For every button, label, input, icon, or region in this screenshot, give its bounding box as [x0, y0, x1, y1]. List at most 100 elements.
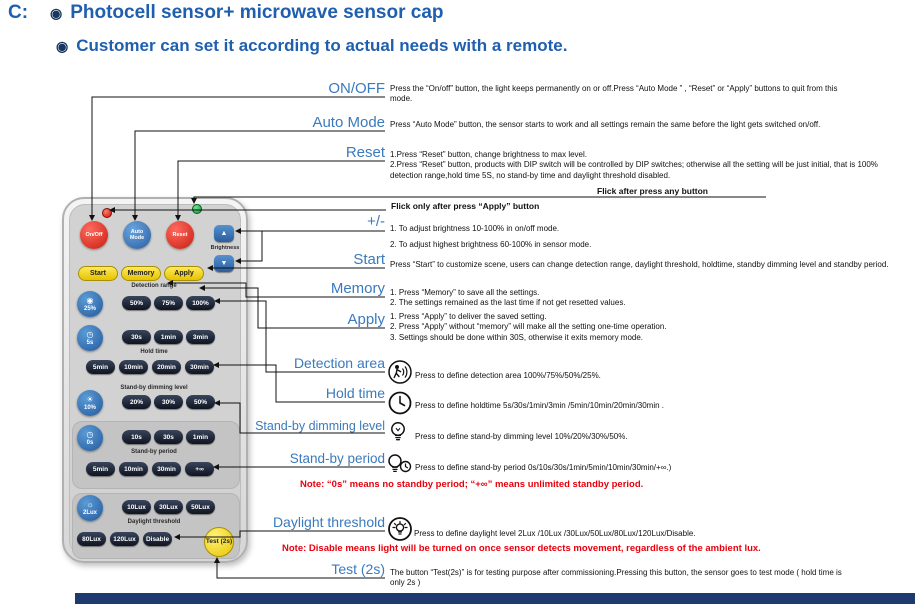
callout-label-plus-minus: +/- — [367, 213, 385, 230]
period-10min-button[interactable]: 10min — [119, 462, 148, 476]
standby-period-label: Stand-by period — [131, 449, 177, 455]
auto-mode-description: Press “Auto Mode” button, the sensor sta… — [390, 120, 821, 129]
callout-label-reset: Reset — [345, 144, 385, 161]
hold-time-label: Hold time — [140, 349, 168, 355]
plus-minus-description-1: 1. To adjust brightness 10-100% in on/of… — [390, 224, 560, 233]
daylight-80lux-button[interactable]: 80Lux — [77, 532, 106, 546]
clock-icon: ◷ — [86, 329, 94, 339]
brightness-up-button[interactable]: ▲ — [214, 225, 234, 242]
detection-25-button[interactable]: ◉ 25% — [77, 291, 103, 317]
period-infinity-button[interactable]: +∞ — [185, 462, 214, 476]
dim-description: Press to define stand-by dimming level 1… — [415, 432, 628, 441]
dim-50-button[interactable]: 50% — [186, 395, 215, 409]
daylight-50lux-button[interactable]: 50Lux — [186, 500, 215, 514]
bulb-icon: ☀ — [86, 394, 94, 404]
bullet-icon: ◉ — [50, 5, 63, 21]
dim-20-button[interactable]: 20% — [122, 395, 151, 409]
brightness-label: Brightness — [210, 245, 240, 251]
remote-control: On/Off Auto Mode Reset ▲ Brightness ▼ St… — [62, 197, 248, 563]
period-note: Note: “0s” means no standby period; “+∞”… — [300, 479, 644, 490]
callout-label-on-off: ON/OFF — [328, 80, 385, 97]
page-subtitle: ◉ Customer can set it according to actual… — [56, 36, 567, 56]
footer-bar — [75, 593, 915, 604]
period-1min-button[interactable]: 1min — [186, 430, 215, 444]
on-off-button[interactable]: On/Off — [80, 221, 108, 249]
section-letter: C: — [8, 2, 29, 23]
memory-description: 1. Press “Memory” to save all the settin… — [390, 288, 626, 308]
bulb-sun-icon — [388, 517, 412, 546]
hold-description: Press to define holdtime 5s/30s/1min/3mi… — [415, 401, 665, 410]
callout-label-hold-time: Hold time — [325, 385, 385, 401]
bullet-icon: ◉ — [56, 38, 69, 54]
brightness-down-button[interactable]: ▼ — [214, 255, 234, 272]
period-description: Press to define stand-by period 0s/10s/3… — [415, 463, 672, 472]
callout-label-apply: Apply — [347, 311, 385, 328]
holdtime-30min-button[interactable]: 30min — [185, 360, 214, 374]
detection-description: Press to define detection area 100%/75%/… — [415, 371, 601, 380]
flick-apply-note: Flick only after press “Apply” button — [391, 201, 540, 211]
daylight-threshold-label: Daylight threshold — [127, 519, 181, 525]
daylight-disable-button[interactable]: Disable — [143, 532, 172, 546]
walking-person-icon — [388, 360, 412, 389]
standby-dim-label: Stand-by dimming level — [120, 385, 188, 391]
subtitle-text: Customer can set it according to actual … — [76, 36, 568, 55]
period-30s-button[interactable]: 30s — [154, 430, 183, 444]
holdtime-3min-button[interactable]: 3min — [186, 330, 215, 344]
callout-label-standby-dim: Stand-by dimming level — [255, 419, 385, 433]
dim-30-button[interactable]: 30% — [154, 395, 183, 409]
daylight-description: Press to define daylight level 2Lux /10L… — [414, 529, 696, 538]
reset-description: 1.Press “Reset” button, change brightnes… — [390, 150, 878, 180]
detection-75-button[interactable]: 75% — [154, 296, 183, 310]
holdtime-10min-button[interactable]: 10min — [119, 360, 148, 374]
daylight-2lux-button[interactable]: ☼ 2Lux — [77, 495, 103, 521]
holdtime-1min-button[interactable]: 1min — [154, 330, 183, 344]
detection-100-button[interactable]: 100% — [186, 296, 215, 310]
daylight-120lux-button[interactable]: 120Lux — [110, 532, 139, 546]
walking-person-icon: ◉ — [86, 295, 94, 305]
reset-button[interactable]: Reset — [166, 221, 194, 249]
clock-icon — [388, 391, 412, 420]
on-off-description: Press the “On/off” button, the light kee… — [390, 84, 838, 104]
daylight-note: Note: Disable means light will be turned… — [282, 543, 761, 554]
daylight-30lux-button[interactable]: 30Lux — [154, 500, 183, 514]
period-5min-button[interactable]: 5min — [86, 462, 115, 476]
bulb-sun-icon: ☼ — [86, 499, 94, 509]
bulb-clock-icon — [386, 452, 412, 481]
callout-label-standby-period: Stand-by period — [289, 451, 385, 466]
page-title: C: ◉ Photocell sensor+ microwave sensor ca… — [8, 2, 444, 24]
holdtime-30s-button[interactable]: 30s — [122, 330, 151, 344]
red-led-indicator — [102, 208, 112, 218]
test-description: The button “Test(2s)” is for testing pur… — [390, 568, 842, 588]
callout-label-daylight-threshold: Daylight threshold — [272, 514, 385, 530]
memory-button[interactable]: Memory — [121, 266, 161, 281]
callout-label-start: Start — [353, 251, 385, 268]
dim-10-button[interactable]: ☀ 10% — [77, 390, 103, 416]
bulb-icon — [388, 420, 408, 449]
start-button[interactable]: Start — [78, 266, 118, 281]
detection-50-button[interactable]: 50% — [122, 296, 151, 310]
apply-description: 1. Press “Apply” to deliver the saved se… — [390, 312, 667, 342]
plus-minus-description-2: 2. To adjust highest brightness 60-100% … — [390, 240, 592, 249]
period-30min-button[interactable]: 30min — [152, 462, 181, 476]
test-2s-button[interactable]: Test (2s) — [204, 527, 234, 557]
detection-range-label: Detection range — [131, 283, 177, 289]
green-led-indicator — [192, 204, 202, 214]
holdtime-5s-button[interactable]: ◷ 5s — [77, 325, 103, 351]
start-description: Press “Start” to customize scene, users … — [390, 260, 889, 269]
flick-any-note: Flick after press any button — [597, 186, 708, 196]
up-arrow-icon: ▲ — [220, 230, 228, 237]
callout-label-detection-area: Detection area — [293, 355, 385, 371]
auto-mode-button[interactable]: Auto Mode — [123, 221, 151, 249]
daylight-10lux-button[interactable]: 10Lux — [122, 500, 151, 514]
apply-button[interactable]: Apply — [164, 266, 204, 281]
period-10s-button[interactable]: 10s — [122, 430, 151, 444]
period-0s-button[interactable]: ◷ 0s — [77, 425, 103, 451]
callout-label-memory: Memory — [330, 280, 385, 297]
down-arrow-icon: ▼ — [220, 260, 228, 267]
holdtime-5min-button[interactable]: 5min — [86, 360, 115, 374]
title-text: Photocell sensor+ microwave sensor cap — [70, 2, 444, 23]
callout-label-auto-mode: Auto Mode — [312, 114, 385, 131]
holdtime-20min-button[interactable]: 20min — [152, 360, 181, 374]
callout-label-test: Test (2s) — [331, 561, 385, 577]
